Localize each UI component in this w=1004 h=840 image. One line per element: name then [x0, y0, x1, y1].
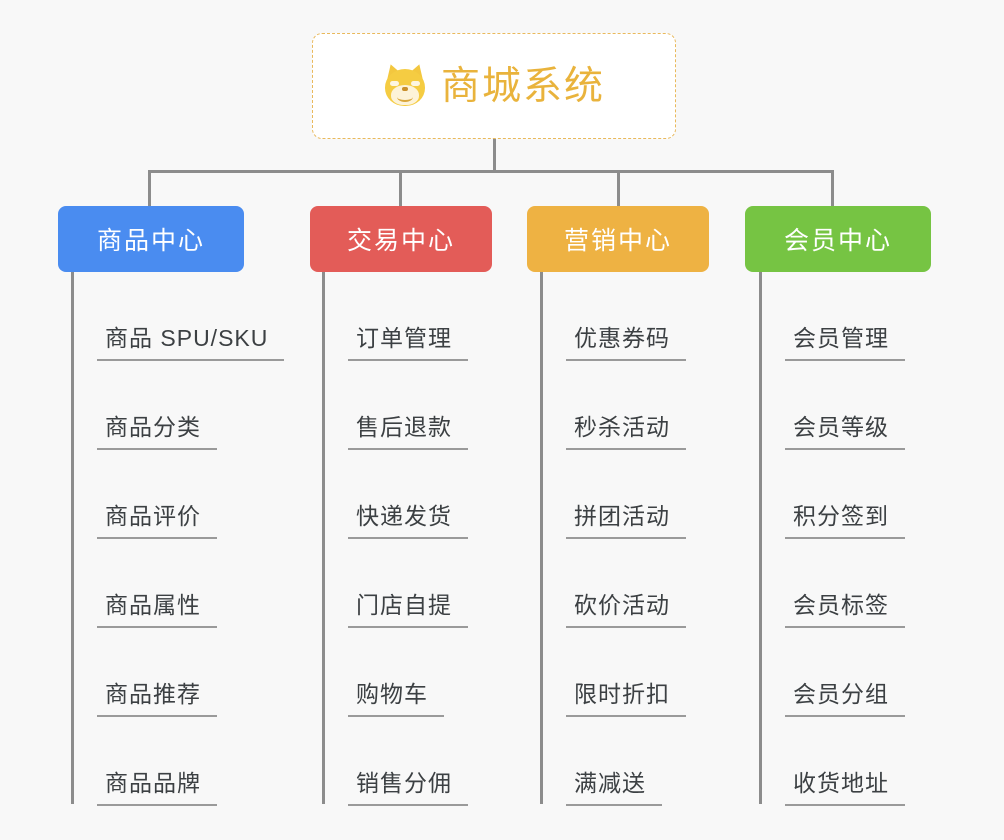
leaf-item[interactable]: 会员等级: [759, 361, 905, 450]
leaf-item[interactable]: 快递发货: [322, 450, 468, 539]
connector-drop-column-4: [831, 170, 834, 206]
leaf-list-transaction-center: 订单管理 售后退款 快递发货 门店自提 购物车 销售分佣: [322, 272, 468, 806]
connector-trunk-column-4: [759, 272, 762, 804]
leaf-label: 会员分组: [785, 675, 905, 717]
leaf-item[interactable]: 拼团活动: [540, 450, 686, 539]
connector-trunk-column-2: [322, 272, 325, 804]
leaf-list-member-center: 会员管理 会员等级 积分签到 会员标签 会员分组 收货地址: [759, 272, 905, 806]
leaf-label: 限时折扣: [566, 675, 686, 717]
leaf-item[interactable]: 会员标签: [759, 539, 905, 628]
connector-horizontal-bus: [150, 170, 833, 173]
root-node-title: 商城系统: [440, 64, 605, 108]
leaf-item[interactable]: 商品 SPU/SKU: [71, 272, 285, 361]
column-member-center: 会员中心: [745, 206, 931, 272]
connector-drop-column-2: [399, 170, 402, 206]
connector-root-stem: [493, 139, 496, 172]
leaf-label: 商品 SPU/SKU: [97, 319, 285, 361]
leaf-label: 商品品牌: [97, 764, 217, 806]
leaf-item[interactable]: 售后退款: [322, 361, 468, 450]
leaf-label: 满减送: [566, 764, 662, 806]
leaf-item[interactable]: 秒杀活动: [540, 361, 686, 450]
leaf-label: 门店自提: [348, 586, 468, 628]
leaf-label: 订单管理: [348, 319, 468, 361]
leaf-item[interactable]: 限时折扣: [540, 628, 686, 717]
leaf-label: 快递发货: [348, 497, 468, 539]
leaf-label: 会员标签: [785, 586, 905, 628]
leaf-item[interactable]: 商品推荐: [71, 628, 284, 717]
column-header-marketing-center[interactable]: 营销中心: [527, 206, 709, 272]
leaf-item[interactable]: 满减送: [540, 717, 686, 806]
shiba-inu-dog-face-icon: [382, 61, 428, 108]
leaf-list-product-center: 商品 SPU/SKU 商品分类 商品评价 商品属性 商品推荐 商品品牌: [71, 272, 285, 806]
leaf-item[interactable]: 会员管理: [759, 272, 905, 361]
column-transaction-center: 交易中心: [310, 206, 492, 272]
connector-trunk-column-3: [540, 272, 543, 804]
leaf-item[interactable]: 商品属性: [71, 539, 284, 628]
column-header-member-center[interactable]: 会员中心: [745, 206, 931, 272]
leaf-item[interactable]: 商品品牌: [71, 717, 284, 806]
leaf-label: 秒杀活动: [566, 408, 686, 450]
column-marketing-center: 营销中心: [527, 206, 709, 272]
leaf-item[interactable]: 积分签到: [759, 450, 905, 539]
leaf-label: 拼团活动: [566, 497, 686, 539]
leaf-label: 会员等级: [785, 408, 905, 450]
leaf-label: 会员管理: [785, 319, 905, 361]
leaf-item[interactable]: 收货地址: [759, 717, 905, 806]
leaf-item[interactable]: 销售分佣: [322, 717, 468, 806]
leaf-item[interactable]: 商品评价: [71, 450, 284, 539]
leaf-label: 购物车: [348, 675, 444, 717]
leaf-item[interactable]: 购物车: [322, 628, 468, 717]
leaf-item[interactable]: 商品分类: [71, 361, 284, 450]
connector-trunk-column-1: [71, 272, 74, 804]
leaf-label: 收货地址: [785, 764, 905, 806]
leaf-label: 积分签到: [785, 497, 905, 539]
root-node-mall-system[interactable]: 商城系统: [312, 33, 676, 139]
leaf-item[interactable]: 砍价活动: [540, 539, 686, 628]
leaf-list-marketing-center: 优惠券码 秒杀活动 拼团活动 砍价活动 限时折扣 满减送: [540, 272, 686, 806]
leaf-item[interactable]: 优惠券码: [540, 272, 686, 361]
connector-drop-column-3: [617, 170, 620, 206]
leaf-label: 商品分类: [97, 408, 217, 450]
connector-drop-column-1: [148, 170, 151, 206]
column-header-product-center[interactable]: 商品中心: [58, 206, 244, 272]
leaf-item[interactable]: 门店自提: [322, 539, 468, 628]
leaf-label: 优惠券码: [566, 319, 686, 361]
leaf-item[interactable]: 订单管理: [322, 272, 468, 361]
leaf-label: 砍价活动: [566, 586, 686, 628]
leaf-label: 销售分佣: [348, 764, 468, 806]
leaf-label: 商品评价: [97, 497, 217, 539]
leaf-label: 商品属性: [97, 586, 217, 628]
leaf-item[interactable]: 会员分组: [759, 628, 905, 717]
column-header-transaction-center[interactable]: 交易中心: [310, 206, 492, 272]
leaf-label: 售后退款: [348, 408, 468, 450]
leaf-label: 商品推荐: [97, 675, 217, 717]
column-product-center: 商品中心: [58, 206, 244, 272]
